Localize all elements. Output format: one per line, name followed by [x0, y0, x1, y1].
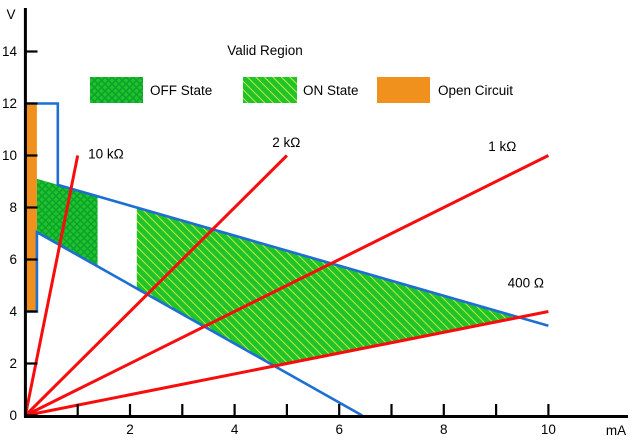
legend: OFF State ON State Open Circuit	[90, 77, 513, 103]
x-axis-unit-label: mA	[606, 423, 626, 438]
x-tick-label-10: 10	[541, 422, 556, 437]
y-axis-unit-label: V	[6, 7, 15, 22]
load-line-10000-ohm	[23, 155, 80, 416]
y-tick-label-12: 12	[2, 96, 17, 111]
y-tick-label-2: 2	[9, 356, 17, 371]
ticks-group: 0 2 4 6 8 10 12 14 2 4 6 8 10	[2, 44, 556, 437]
on-state-region	[136, 207, 522, 367]
x-tick-label-8: 8	[440, 422, 448, 437]
chart-title: Valid Region	[227, 43, 303, 58]
load-line-label-10000-ohm: 10 kΩ	[88, 147, 124, 162]
load-line-label-400-ohm: 400 Ω	[508, 275, 544, 290]
load-lines-group: 10 kΩ 2 kΩ 1 kΩ 400 Ω	[23, 135, 550, 417]
legend-swatch-on-state	[243, 77, 297, 103]
load-line-label-1000-ohm: 1 kΩ	[488, 139, 516, 154]
off-state-region	[36, 178, 98, 267]
load-line-label-2000-ohm: 2 kΩ	[272, 135, 300, 150]
load-line-1000-ohm	[24, 154, 550, 417]
y-tick-label-4: 4	[9, 304, 17, 319]
y-tick-label-14: 14	[2, 44, 18, 59]
load-line-400-ohm	[25, 310, 549, 417]
y-tick-label-0: 0	[9, 408, 17, 423]
legend-label-on-state: ON State	[303, 83, 359, 98]
x-tick-label-6: 6	[335, 422, 343, 437]
legend-swatch-off-state	[90, 77, 143, 103]
y-tick-label-8: 8	[9, 200, 17, 215]
y-tick-label-6: 6	[9, 252, 17, 267]
axes-group: 0 2 4 6 8 10 12 14 2 4 6 8 10	[2, 8, 628, 437]
legend-label-off-state: OFF State	[150, 83, 212, 98]
y-tick-label-10: 10	[2, 148, 17, 163]
legend-swatch-open-circuit	[377, 77, 430, 103]
x-tick-label-2: 2	[126, 422, 134, 437]
legend-label-open-circuit: Open Circuit	[438, 83, 513, 98]
valid-region-upper-boundary	[25, 102, 549, 328]
x-tick-label-4: 4	[231, 422, 239, 437]
load-line-2000-ohm	[24, 154, 288, 417]
